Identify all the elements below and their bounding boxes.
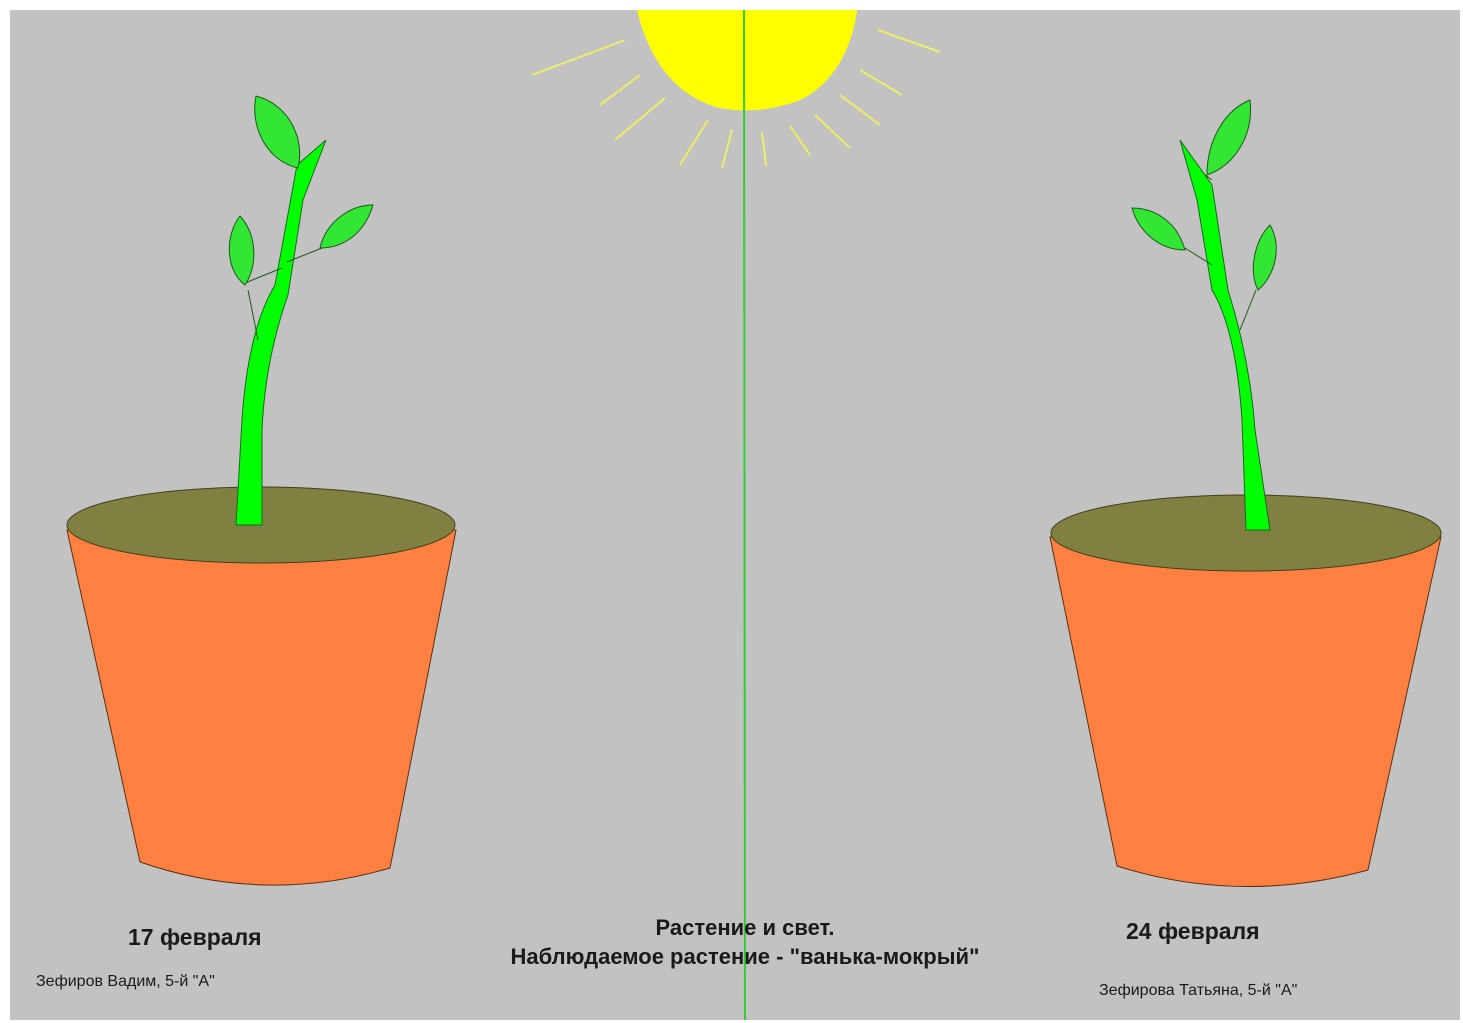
title-line-1: Растение и свет. [430, 913, 1060, 942]
center-divider-line [744, 10, 745, 1020]
left-author-label: Зефиров Вадим, 5-й "А" [36, 973, 215, 991]
right-author-label: Зефирова Татьяна, 5-й "А" [1099, 982, 1297, 1000]
page-title: Растение и свет. Наблюдаемое растение - … [430, 913, 1060, 971]
right-date-label: 24 февраля [1126, 918, 1260, 945]
title-line-2: Наблюдаемое растение - "ванька-мокрый" [430, 942, 1060, 971]
left-date-label: 17 февраля [128, 924, 262, 951]
